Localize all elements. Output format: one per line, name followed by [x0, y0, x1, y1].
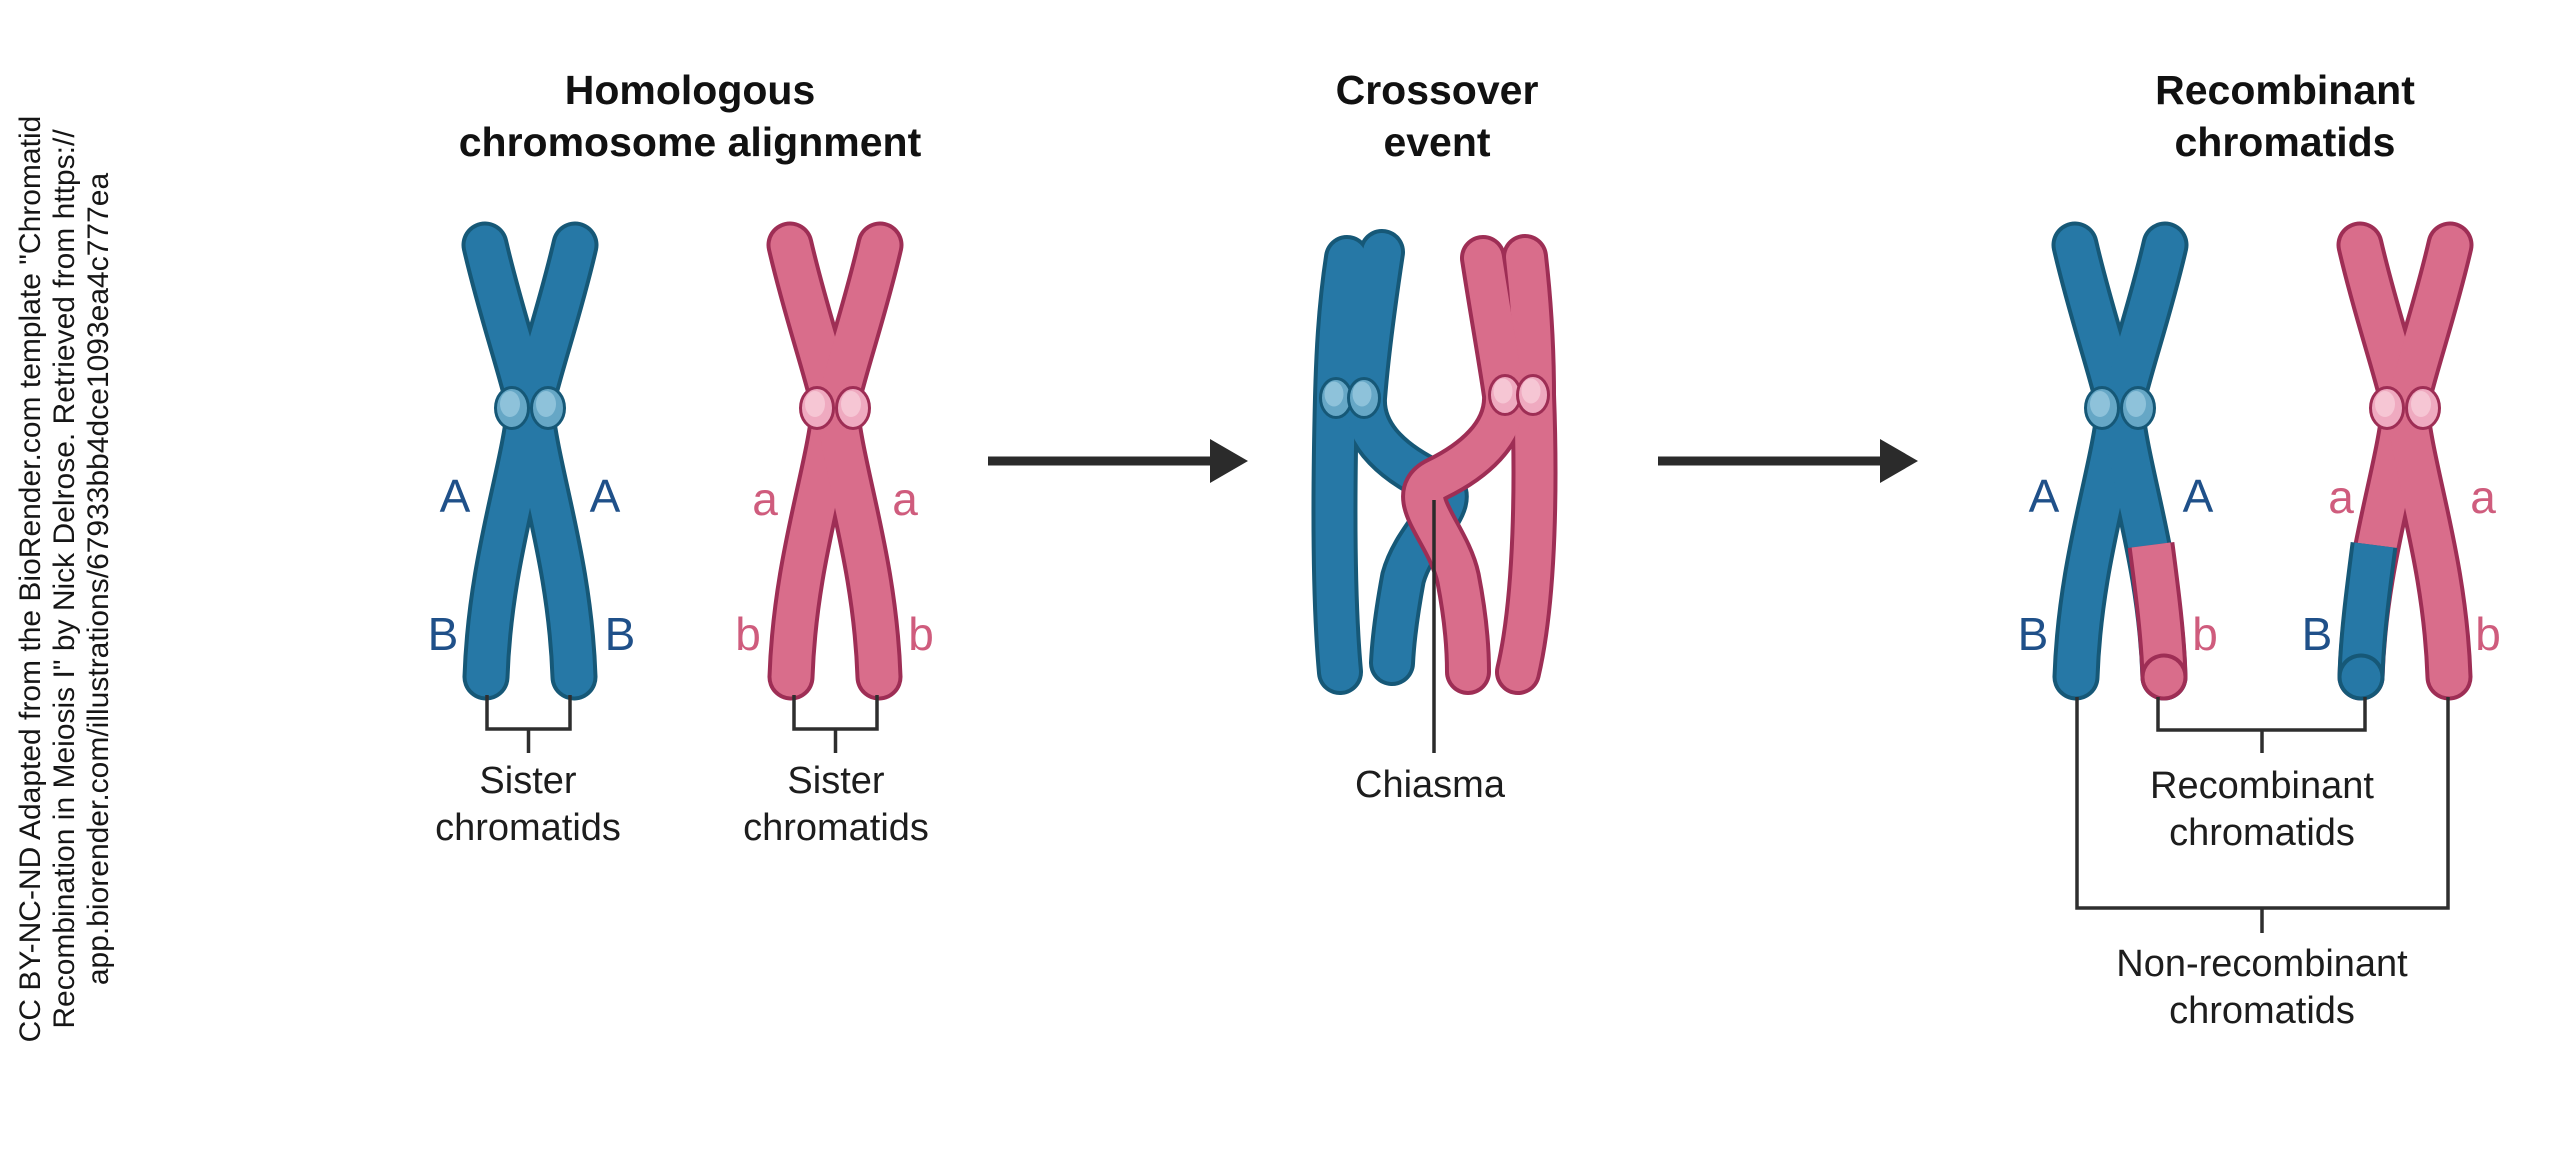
allele-label-B: B: [604, 608, 636, 660]
recombinant-pink-segment: [2127, 541, 2188, 701]
panel-title-crossover-event: Crossover event: [1336, 64, 1539, 168]
recombinant-blue-chromosome-illustration: [2051, 221, 2189, 701]
allele-label-B: B: [2301, 608, 2333, 660]
caption-line: chromatids: [435, 807, 621, 849]
attribution-line: Recombination in Meiosis I" by Nick Delr…: [48, 129, 81, 1029]
recombinant-blue-segment: [2337, 541, 2398, 701]
bracket-non-recombinant-chromatids: [2075, 697, 2450, 933]
caption-sister-chromatids-pink: Sister chromatids: [743, 758, 929, 852]
allele-label-a: a: [752, 473, 778, 525]
title-line: chromatids: [2174, 119, 2396, 165]
title-line: event: [1383, 119, 1491, 165]
allele-label-B: B: [427, 608, 459, 660]
caption-sister-chromatids-blue: Sister chromatids: [435, 758, 621, 852]
allele-label-B: B: [2017, 608, 2049, 660]
arrow-right-icon: [1658, 439, 1918, 483]
bracket-sister-chromatids-pink: [792, 695, 879, 753]
allele-label-A: A: [439, 470, 471, 522]
attribution-text: CC BY-NC-ND Adapted from the BioRender.c…: [14, 12, 116, 1146]
bracket-recombinant-chromatids: [2156, 697, 2367, 753]
caption-line: Recombinant: [2150, 765, 2374, 807]
blue-chromosome-illustration: [461, 221, 599, 701]
title-line: Crossover: [1335, 67, 1539, 113]
allele-label-A: A: [2028, 470, 2060, 522]
caption-line: Sister: [787, 760, 885, 802]
allele-label-b: b: [735, 608, 761, 660]
caption-recombinant-chromatids: Recombinant chromatids: [2150, 763, 2374, 857]
title-line: Recombinant: [2155, 67, 2415, 113]
panel-title-homologous-alignment: Homologous chromosome alignment: [459, 64, 921, 168]
pink-chromosome-illustration: [766, 221, 904, 701]
title-line: Homologous: [564, 67, 816, 113]
bracket-sister-chromatids-blue: [485, 695, 572, 753]
caption-non-recombinant-chromatids: Non-recombinant chromatids: [2116, 941, 2407, 1035]
caption-line: chromatids: [743, 807, 929, 849]
attribution-line: app.biorender.com/illustrations/67933bb4…: [82, 172, 115, 986]
arrow-right-icon: [988, 439, 1248, 483]
caption-line: chromatids: [2169, 990, 2355, 1032]
allele-label-a: a: [2470, 471, 2496, 523]
allele-label-a: a: [2328, 471, 2354, 523]
allele-label-b: b: [908, 608, 934, 660]
allele-label-A: A: [2182, 470, 2214, 522]
allele-label-b: b: [2192, 608, 2218, 660]
crossover-illustration: [1311, 229, 1558, 695]
caption-line: chromatids: [2169, 812, 2355, 854]
recombinant-pink-chromosome-illustration: [2336, 221, 2474, 701]
panel-title-recombinant-chromatids: Recombinant chromatids: [2155, 64, 2415, 168]
label-chiasma: Chiasma: [1355, 764, 1505, 806]
attribution-line: CC BY-NC-ND Adapted from the BioRender.c…: [14, 115, 47, 1043]
title-line: chromosome alignment: [458, 119, 922, 165]
allele-label-a: a: [892, 473, 918, 525]
caption-line: Sister: [479, 760, 577, 802]
allele-label-b: b: [2475, 608, 2501, 660]
caption-line: Non-recombinant: [2116, 943, 2408, 985]
allele-label-A: A: [589, 470, 621, 522]
